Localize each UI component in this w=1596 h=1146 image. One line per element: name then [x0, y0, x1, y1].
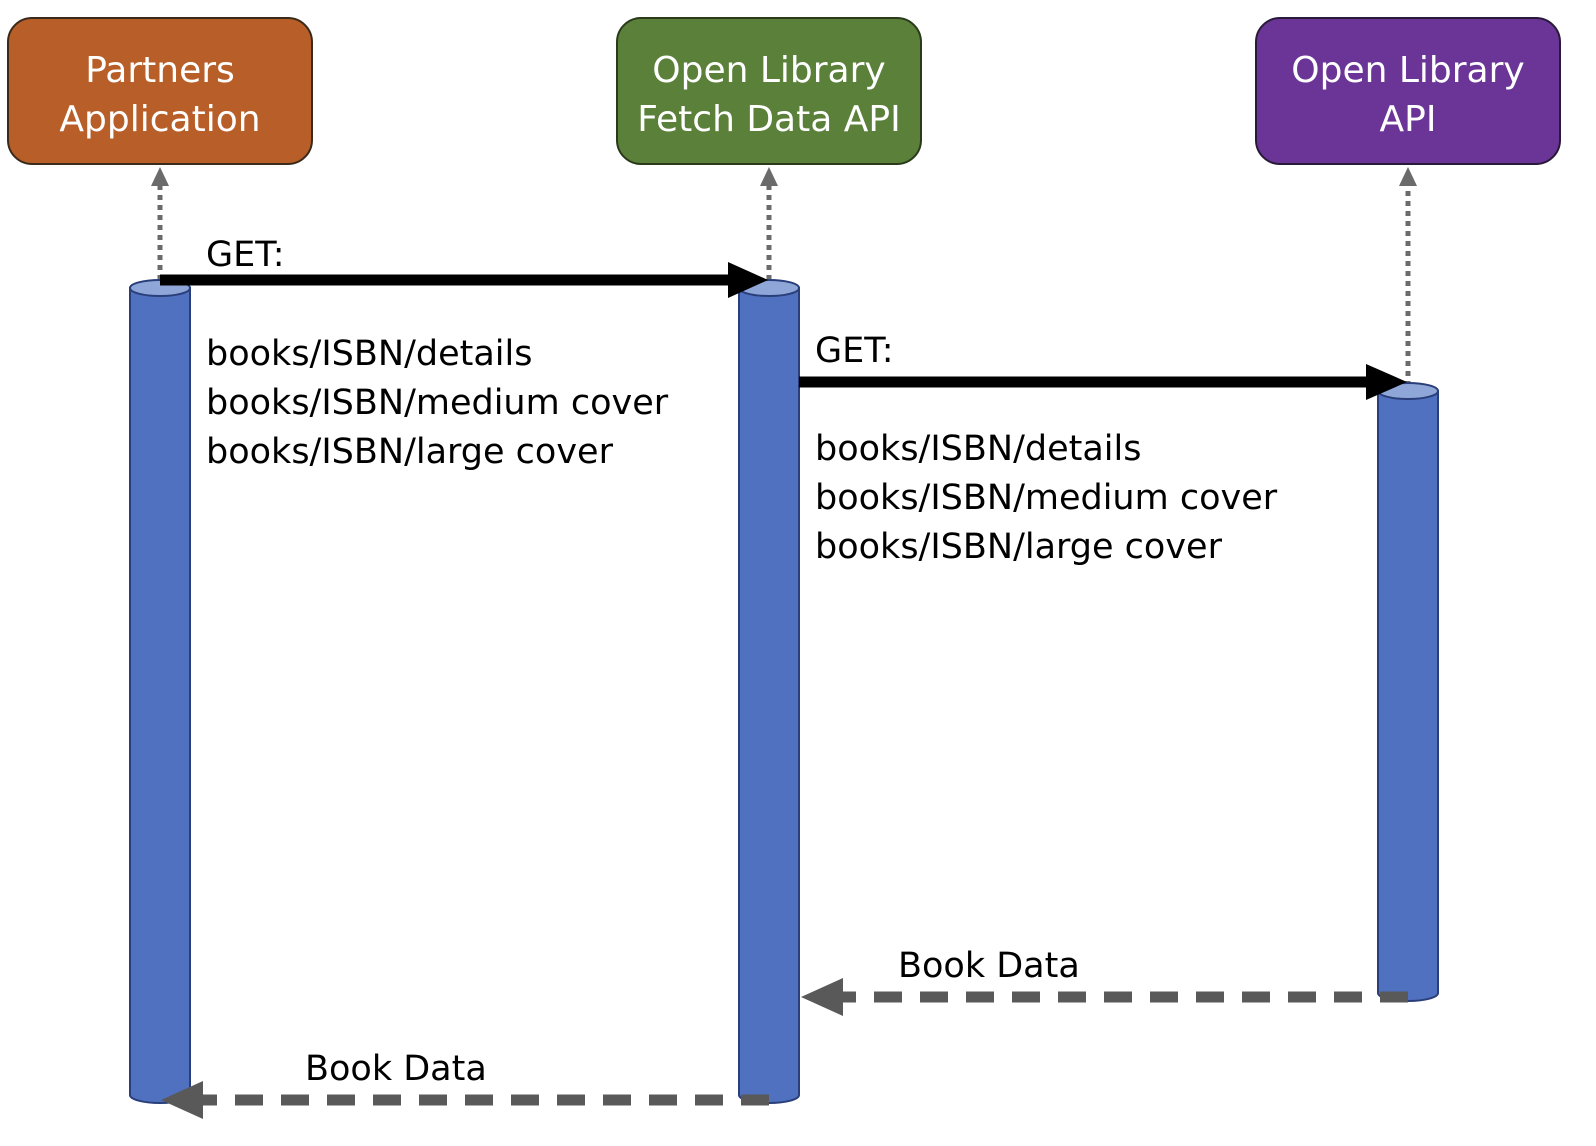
actor-fetch-data-api: Open Library Fetch Data API: [616, 17, 922, 165]
actor-ol-api-line1: Open Library: [1291, 50, 1524, 91]
actor-box-partners: [7, 17, 313, 165]
message-get-fetch-to-ol-api: GET: books/ISBN/details books/ISBN/mediu…: [799, 331, 1407, 567]
dotted-connector-partners: [151, 167, 169, 280]
actor-partners-line1: Partners: [85, 50, 235, 91]
dotted-arrowhead: [1399, 167, 1417, 186]
return-1-label: Book Data: [898, 946, 1080, 986]
message-2-path-2: books/ISBN/medium cover: [815, 478, 1278, 518]
message-1-path-1: books/ISBN/details: [206, 334, 532, 374]
dotted-connector-ol-api: [1399, 167, 1417, 386]
actor-fetch-api-line2: Fetch Data API: [637, 99, 900, 140]
return-book-data-fetch-to-partners: Book Data: [161, 1049, 769, 1119]
message-2-path-3: books/ISBN/large cover: [815, 527, 1223, 567]
actor-box-fetch-api: [616, 17, 922, 165]
actor-fetch-api-line1: Open Library: [652, 50, 885, 91]
actor-ol-api-line2: API: [1380, 99, 1437, 140]
lifeline-ol-api: [1377, 382, 1439, 1002]
dotted-arrowhead: [760, 167, 778, 186]
message-2-label: GET:: [815, 331, 894, 371]
lifeline-fetch-api: [738, 279, 800, 1104]
actor-open-library-api: Open Library API: [1255, 17, 1561, 165]
actor-partners-application: Partners Application: [7, 17, 313, 165]
return-arrowhead: [161, 1081, 203, 1119]
actor-box-ol-api: [1255, 17, 1561, 165]
solid-arrowhead: [728, 262, 768, 298]
message-2-path-1: books/ISBN/details: [815, 429, 1141, 469]
lifeline-partners: [129, 279, 191, 1104]
dotted-connector-fetch-api: [760, 167, 778, 280]
dotted-arrowhead: [151, 167, 169, 186]
return-book-data-ol-to-fetch: Book Data: [801, 946, 1408, 1016]
return-2-label: Book Data: [305, 1049, 487, 1089]
solid-arrowhead: [1366, 364, 1407, 400]
message-get-partners-to-fetch: GET: books/ISBN/details books/ISBN/mediu…: [160, 235, 768, 472]
return-arrowhead: [801, 978, 843, 1016]
message-1-label: GET:: [206, 235, 285, 275]
message-1-path-3: books/ISBN/large cover: [206, 432, 614, 472]
actor-partners-line2: Application: [59, 99, 260, 140]
message-1-path-2: books/ISBN/medium cover: [206, 383, 669, 423]
